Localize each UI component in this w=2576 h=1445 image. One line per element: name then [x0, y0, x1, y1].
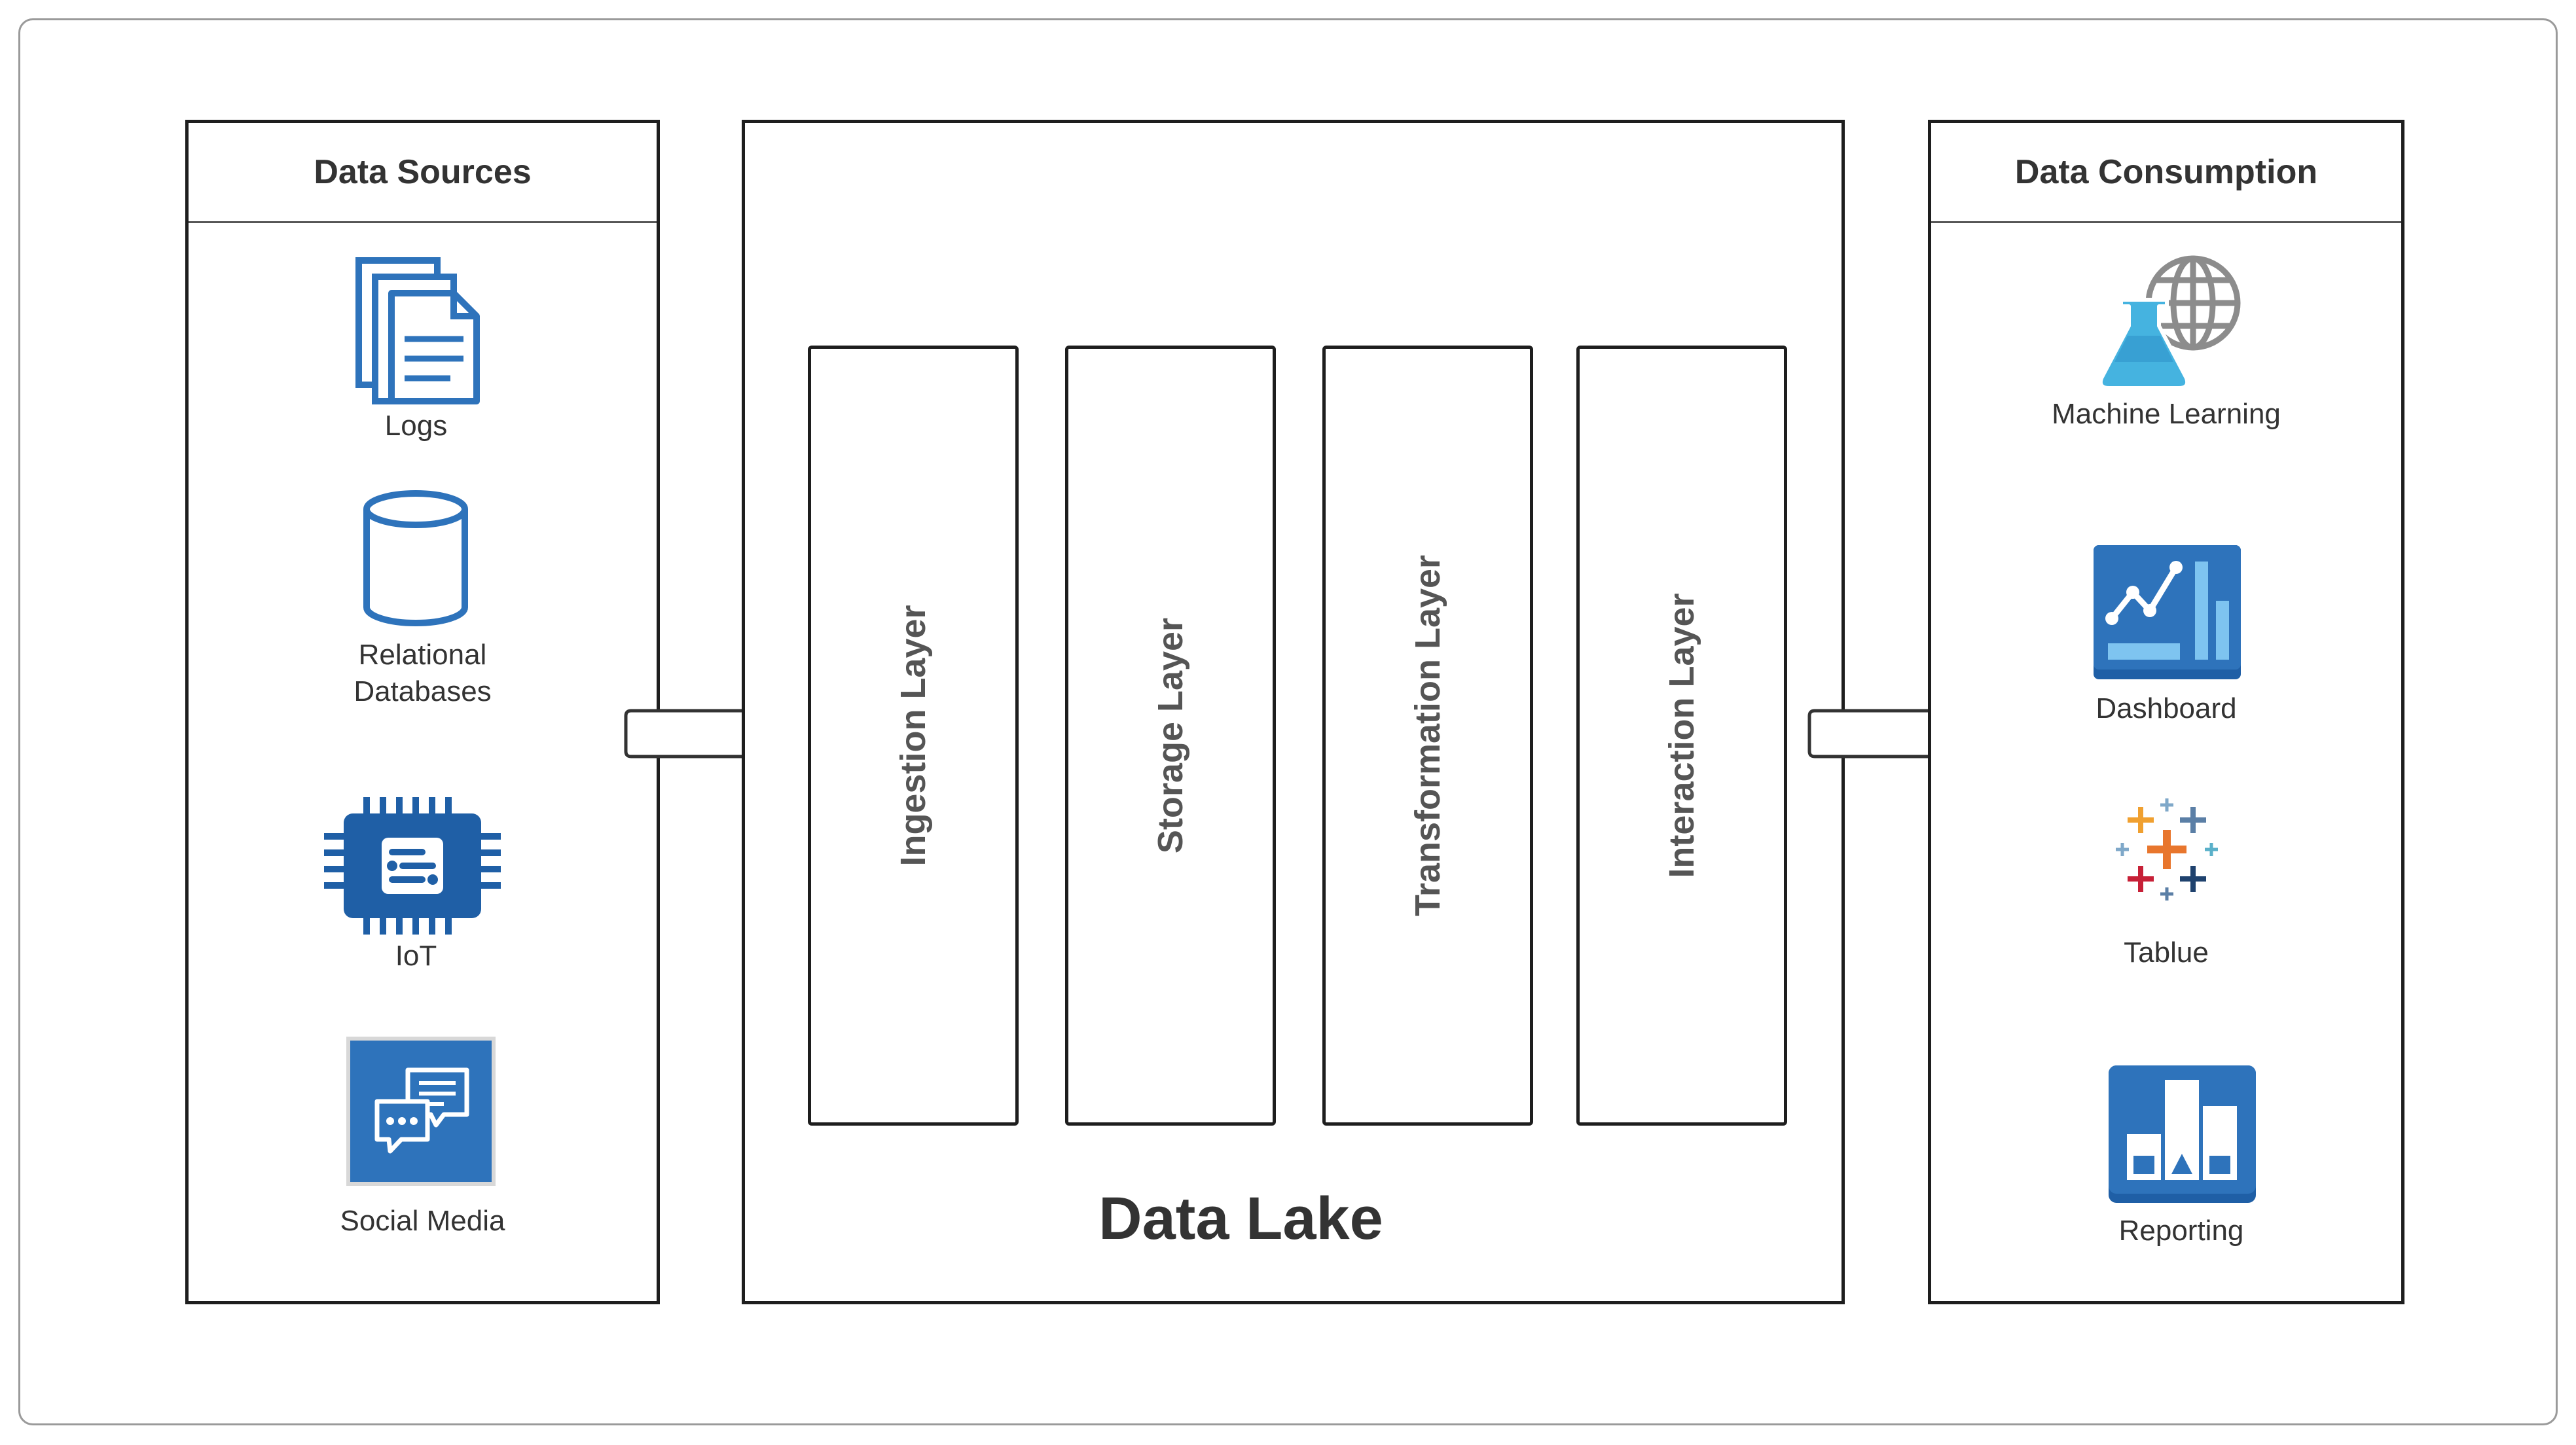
- data-lake-panel: Ingestion Layer Storage Layer Transforma…: [742, 120, 1845, 1304]
- data-lake-title: Data Lake: [1098, 1185, 1383, 1252]
- database-cylinder-icon: [363, 490, 468, 626]
- storage-layer: Storage Layer: [1065, 346, 1276, 1126]
- source-item-social-media: Social Media: [189, 1036, 657, 1298]
- data-consumption-title: Data Consumption: [1931, 123, 2401, 223]
- consumption-item-reporting: Reporting: [1931, 1065, 2401, 1281]
- transformation-layer: Transformation Layer: [1322, 346, 1533, 1126]
- ingestion-layer: Ingestion Layer: [808, 346, 1019, 1126]
- reporting-label: Reporting: [2118, 1215, 2244, 1247]
- diagram-frame: [18, 18, 2558, 1425]
- consumption-item-machine-learning: Machine Learning: [1931, 254, 2401, 450]
- logs-document-stack-icon: [355, 257, 480, 404]
- storage-layer-label: Storage Layer: [1151, 617, 1190, 854]
- reporting-bar-chart-icon: [2109, 1065, 2256, 1203]
- dashboard-label: Dashboard: [2095, 692, 2237, 724]
- data-consumption-panel: Data Consumption Machine Learning: [1928, 120, 2404, 1304]
- ingestion-layer-label: Ingestion Layer: [894, 605, 933, 866]
- interaction-layer: Interaction Layer: [1576, 346, 1787, 1126]
- logs-label: Logs: [384, 410, 448, 442]
- interaction-layer-label: Interaction Layer: [1662, 593, 1701, 878]
- dashboard-chart-icon: [2094, 545, 2241, 679]
- tablue-label: Tablue: [2124, 937, 2209, 969]
- social-media-chat-icon: [346, 1037, 496, 1186]
- tableau-plus-logo-icon: [2116, 798, 2218, 901]
- iot-label: IoT: [395, 940, 437, 972]
- data-sources-title: Data Sources: [189, 123, 657, 223]
- consumption-item-tablue: Tablue: [1931, 797, 2401, 993]
- source-item-logs: Logs: [189, 254, 657, 568]
- transformation-layer-label: Transformation Layer: [1408, 554, 1447, 917]
- social-media-label: Social Media: [340, 1205, 505, 1237]
- source-item-iot: IoT: [189, 797, 657, 1059]
- consumption-item-dashboard: Dashboard: [1931, 545, 2401, 741]
- machine-learning-flask-globe-icon: [2098, 255, 2241, 390]
- relational-databases-label: Relational Databases: [354, 639, 492, 707]
- iot-chip-icon: [324, 797, 501, 935]
- machine-learning-label: Machine Learning: [2052, 398, 2281, 430]
- source-item-relational-databases: Relational Databases: [189, 490, 657, 856]
- data-sources-panel: Data Sources Logs Relational Databases: [185, 120, 660, 1304]
